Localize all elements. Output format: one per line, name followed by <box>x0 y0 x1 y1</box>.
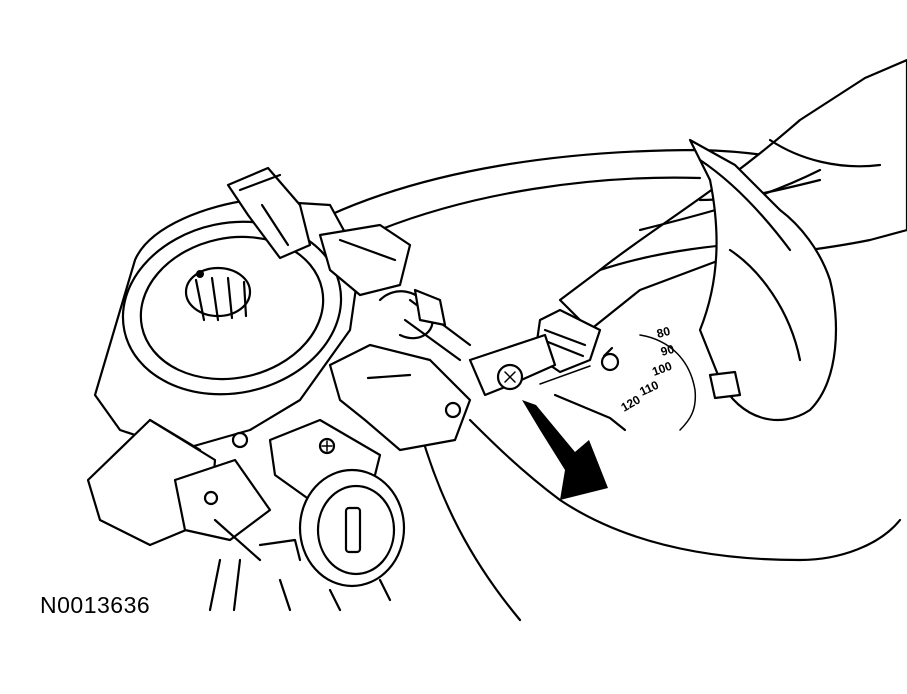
clockspring-housing <box>93 198 362 452</box>
wiring-harness <box>378 288 472 362</box>
speedo-label-90: 90 <box>659 342 676 359</box>
speedo-label-110: 110 <box>637 378 661 399</box>
steering-wheel-boot <box>688 138 838 422</box>
speedo-label-80: 80 <box>655 324 672 341</box>
ignition-lock-cylinder <box>298 468 406 588</box>
clockspring-connector <box>226 166 412 297</box>
figure-id-label: N0013636 <box>40 592 151 618</box>
speedometer-scale: 80 90 100 110 120 <box>539 324 697 432</box>
column-coupling <box>468 308 602 397</box>
pointer-arrow-icon <box>522 400 608 500</box>
speedo-label-100: 100 <box>650 359 674 379</box>
lower-column-housing <box>208 538 392 612</box>
speedo-label-120: 120 <box>619 392 644 414</box>
lower-bracket <box>86 418 272 562</box>
